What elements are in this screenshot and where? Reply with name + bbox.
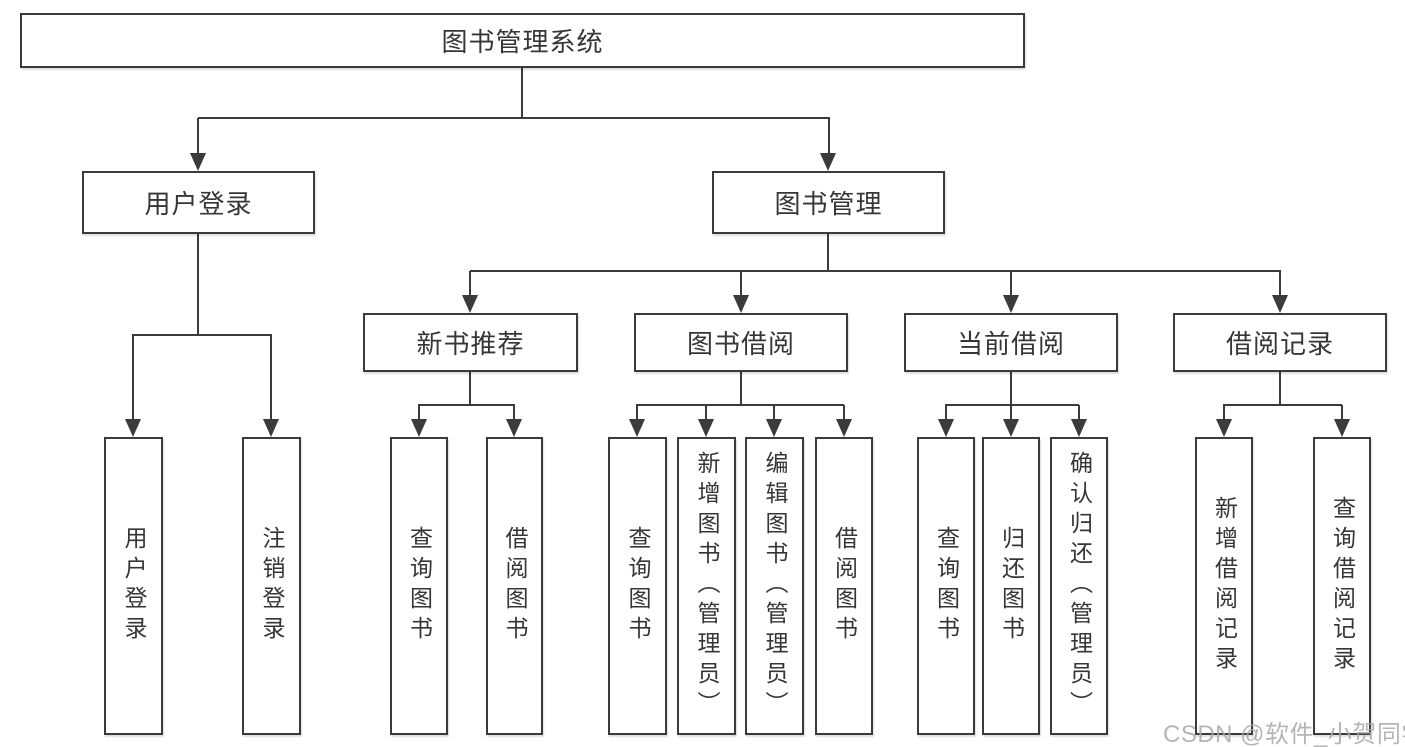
connector-line: [1341, 405, 1343, 421]
connector-line: [636, 405, 638, 421]
connector-line: [1078, 405, 1080, 421]
connector-line: [197, 118, 199, 155]
connector-line: [1010, 372, 1012, 406]
connector-line: [636, 404, 844, 406]
arrow-down-icon: [1003, 295, 1019, 313]
csdn-watermark: CSDN @软件_小贺同学: [1163, 721, 1405, 747]
node-book-borrowing-label: 图书借阅: [686, 329, 795, 359]
leaf-query-borrow-record: 查询借阅记录: [1313, 437, 1371, 735]
leaf-user-login-label: 用户登录: [121, 526, 147, 646]
connector-line: [469, 372, 471, 406]
node-new-book-recommendation-label: 新书推荐: [416, 329, 525, 359]
node-borrowing-records: 借阅记录: [1173, 313, 1387, 372]
connector-line: [740, 372, 742, 406]
leaf-borrow-books: 借阅图书: [815, 437, 873, 735]
arrow-down-icon: [462, 295, 478, 313]
leaf-query-books-current-label: 查询图书: [933, 526, 960, 646]
arrow-down-icon: [733, 295, 749, 313]
leaf-borrow-books-label: 借阅图书: [831, 526, 858, 646]
connector-line: [469, 271, 471, 297]
node-borrowing-records-label: 借阅记录: [1225, 329, 1334, 359]
leaf-query-books-borrow-label: 查询图书: [625, 526, 651, 646]
connector-line: [1010, 405, 1012, 421]
connector-line: [945, 404, 1079, 406]
connector-line: [1223, 405, 1225, 421]
arrow-down-icon: [836, 419, 852, 437]
connector-line: [1223, 404, 1342, 406]
arrow-down-icon: [820, 153, 836, 171]
arrow-down-icon: [1071, 419, 1087, 437]
arrow-down-icon: [1003, 419, 1019, 437]
arrow-down-icon: [506, 419, 522, 437]
connector-line: [705, 405, 707, 421]
leaf-query-books-current: 查询图书: [917, 437, 975, 735]
arrow-down-icon: [938, 419, 954, 437]
connector-line: [740, 271, 742, 297]
arrow-down-icon: [629, 419, 645, 437]
node-user-login-label: 用户登录: [144, 189, 253, 219]
leaf-add-borrow-record-label: 新增借阅记录: [1211, 496, 1238, 676]
leaf-edit-books-admin: 编辑图书（管理员）: [745, 437, 804, 735]
arrow-down-icon: [1334, 419, 1350, 437]
arrow-down-icon: [1272, 295, 1288, 313]
connector-line: [418, 404, 515, 406]
connector-line: [1279, 372, 1281, 406]
leaf-borrow-books-recommend-label: 借阅图书: [502, 526, 528, 646]
connector-line: [521, 68, 523, 119]
node-book-management-label: 图书管理: [774, 189, 883, 219]
arrow-down-icon: [190, 153, 206, 171]
node-current-borrowing-label: 当前借阅: [956, 329, 1065, 359]
connector-line: [418, 405, 420, 421]
leaf-confirm-return-admin-label: 确认归还（管理员）: [1066, 451, 1093, 721]
arrow-down-icon: [766, 419, 782, 437]
connector-line: [513, 405, 515, 421]
arrow-down-icon: [1216, 419, 1232, 437]
node-book-borrowing: 图书借阅: [634, 313, 848, 372]
connector-line: [132, 335, 134, 421]
leaf-borrow-books-recommend: 借阅图书: [486, 437, 543, 735]
leaf-confirm-return-admin: 确认归还（管理员）: [1050, 437, 1108, 735]
connector-line: [945, 405, 947, 421]
leaf-query-borrow-record-label: 查询借阅记录: [1329, 496, 1356, 676]
connector-line: [470, 270, 1281, 272]
arrow-down-icon: [263, 419, 279, 437]
leaf-query-books-borrow: 查询图书: [608, 437, 667, 735]
leaf-logout-label: 注销登录: [259, 526, 285, 646]
connector-line: [827, 234, 829, 272]
leaf-logout: 注销登录: [242, 437, 301, 735]
node-library-management-system-label: 图书管理系统: [441, 27, 604, 57]
arrow-down-icon: [125, 419, 141, 437]
connector-line: [132, 334, 272, 336]
leaf-query-books-recommend: 查询图书: [390, 437, 448, 735]
leaf-return-books-label: 归还图书: [998, 526, 1025, 646]
connector-line: [198, 117, 830, 119]
arrow-down-icon: [698, 419, 714, 437]
leaf-query-books-recommend-label: 查询图书: [406, 526, 433, 646]
leaf-edit-books-admin-label: 编辑图书（管理员）: [762, 451, 788, 721]
leaf-add-borrow-record: 新增借阅记录: [1195, 437, 1253, 735]
node-current-borrowing: 当前借阅: [904, 313, 1118, 372]
arrow-down-icon: [411, 419, 427, 437]
connector-line: [828, 118, 830, 155]
connector-line: [1010, 271, 1012, 297]
leaf-add-books-admin-label: 新增图书（管理员）: [694, 451, 720, 721]
connector-line: [773, 405, 775, 421]
connector-line: [1279, 271, 1281, 297]
leaf-add-books-admin: 新增图书（管理员）: [677, 437, 736, 735]
node-library-management-system: 图书管理系统: [20, 13, 1025, 68]
node-book-management: 图书管理: [712, 171, 945, 234]
connector-line: [270, 335, 272, 421]
connector-line: [197, 234, 199, 336]
node-user-login: 用户登录: [82, 171, 315, 234]
node-new-book-recommendation: 新书推荐: [363, 313, 578, 372]
connector-line: [843, 405, 845, 421]
leaf-user-login: 用户登录: [104, 437, 163, 735]
leaf-return-books: 归还图书: [982, 437, 1040, 735]
